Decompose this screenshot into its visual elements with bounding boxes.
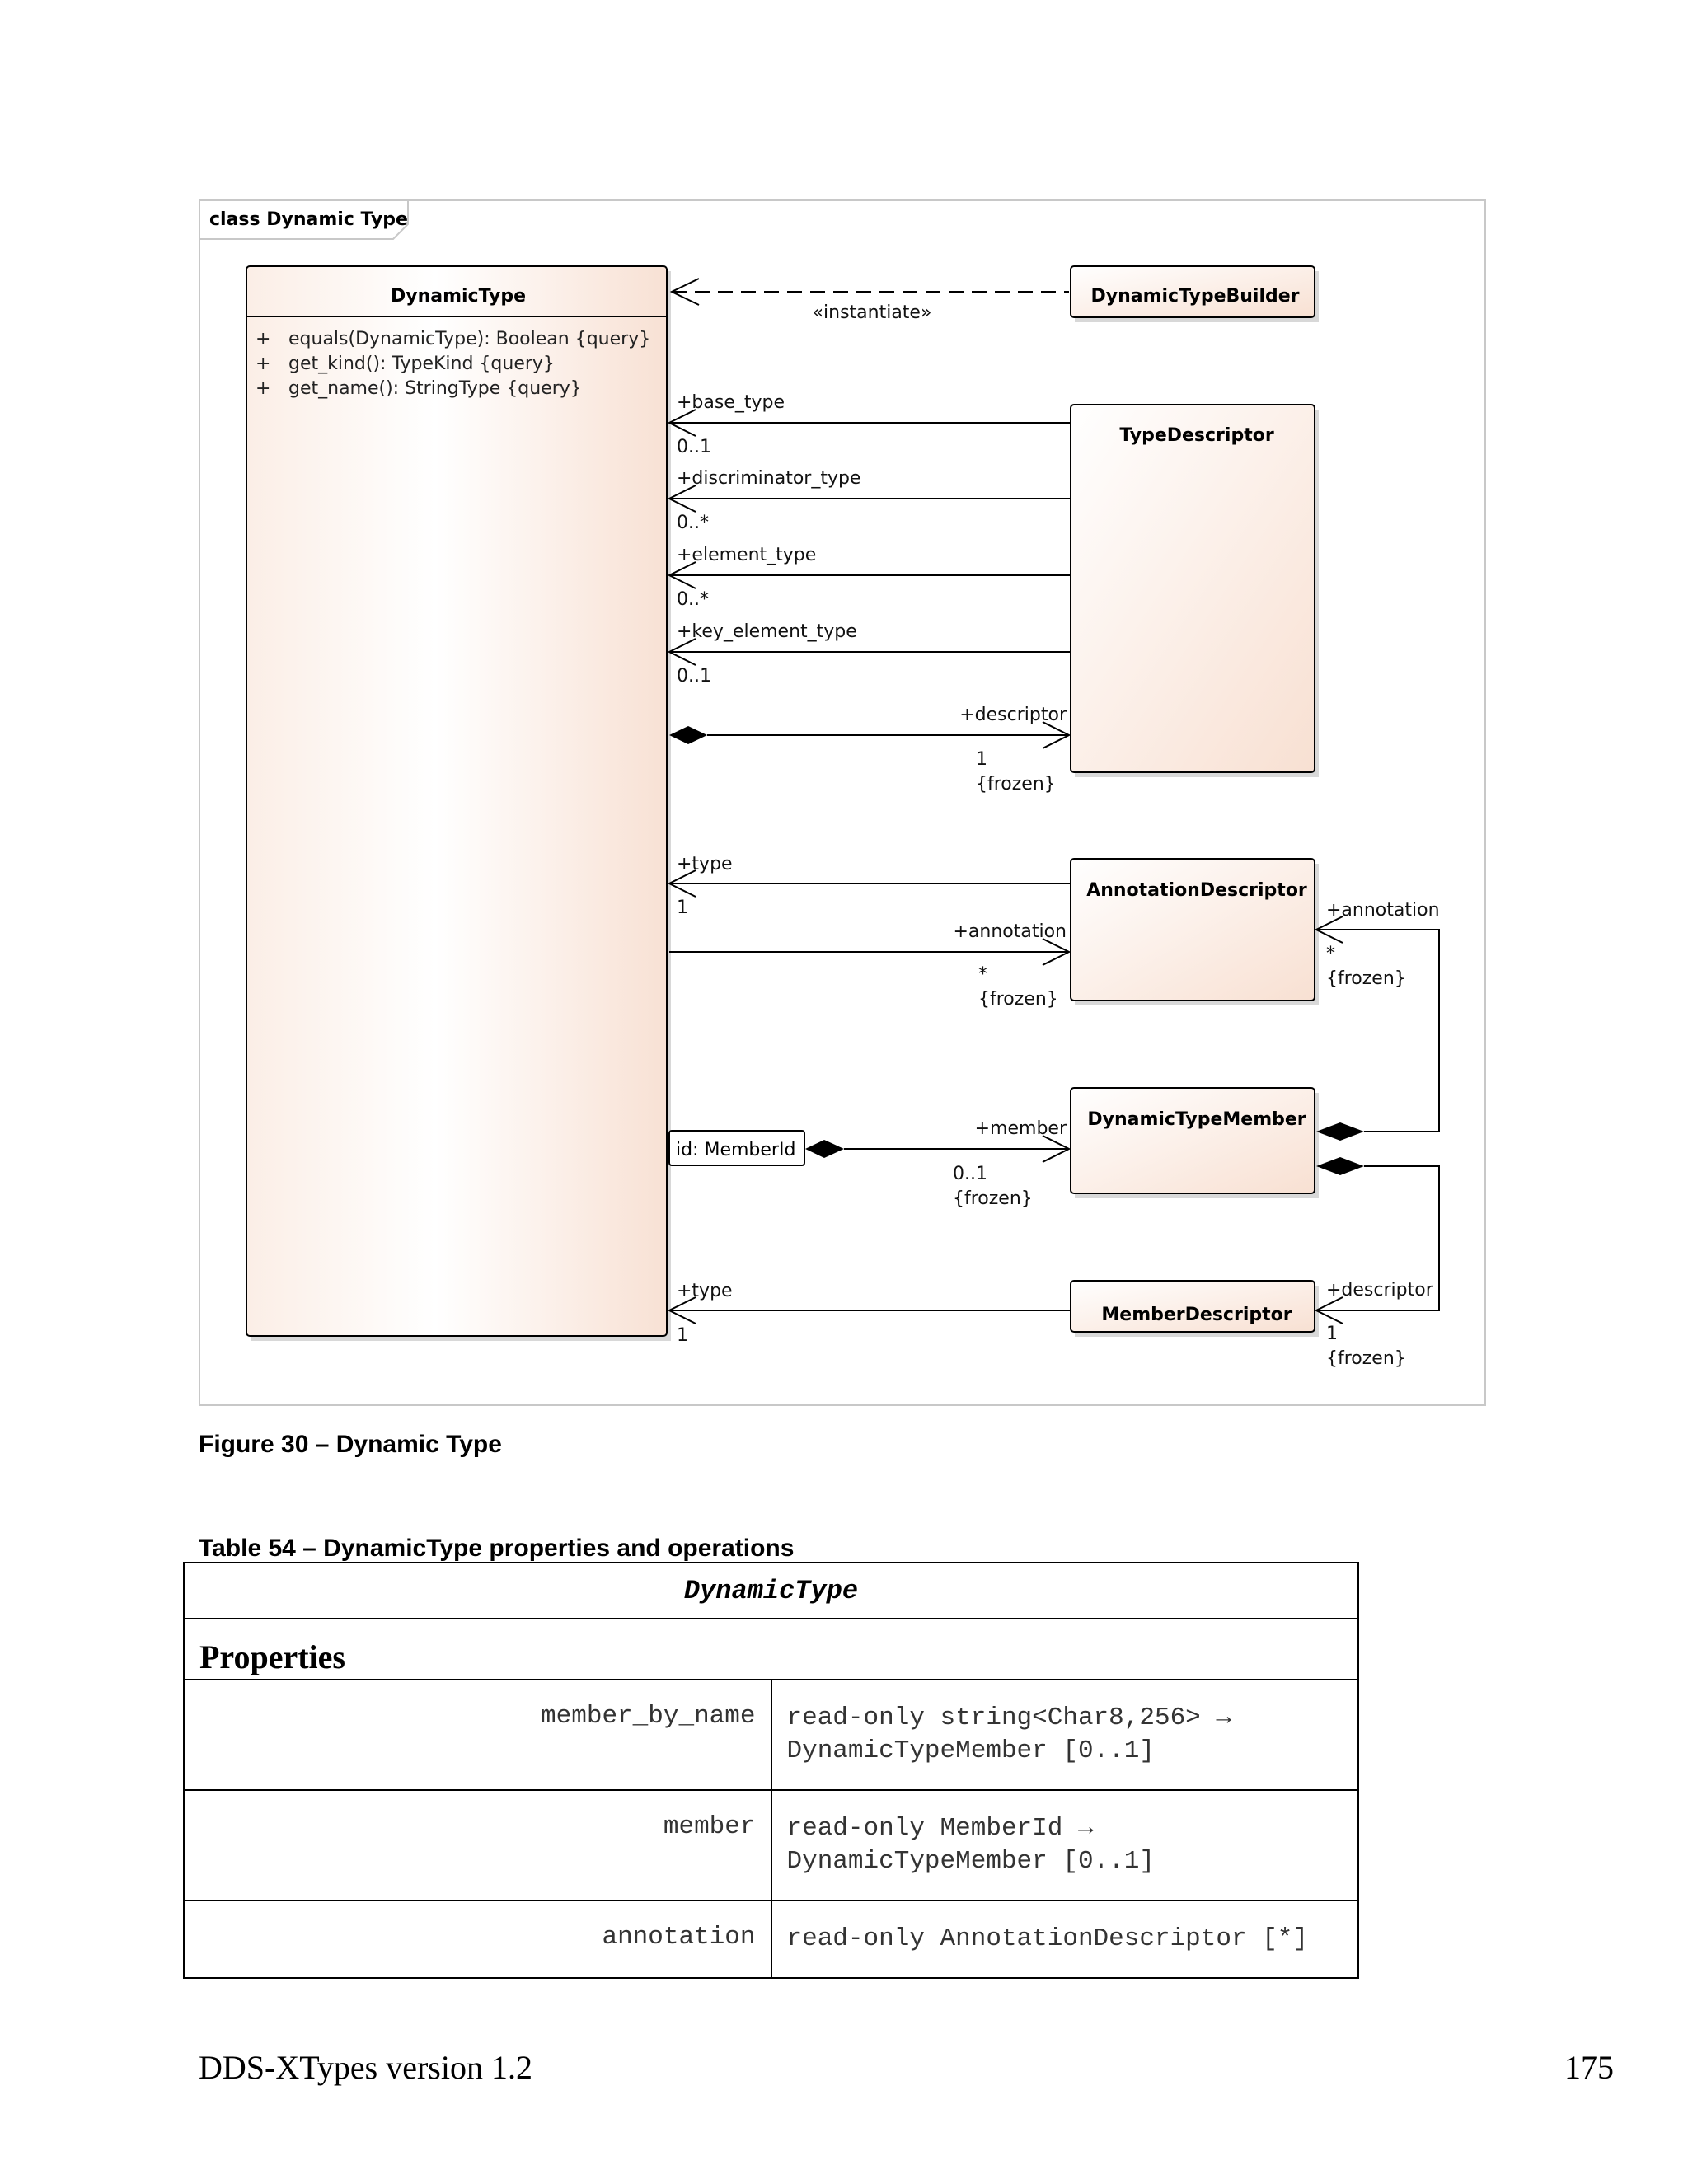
open-arrowhead <box>1042 1135 1071 1163</box>
open-arrowhead <box>1042 721 1071 749</box>
open-arrowhead <box>667 869 696 898</box>
constraint-frozen: {frozen} <box>1326 1348 1406 1369</box>
open-arrowhead <box>667 638 696 666</box>
section-heading: Properties <box>183 1618 1359 1680</box>
class-name: DynamicTypeMember <box>1087 1109 1306 1130</box>
operation-visibility: + <box>256 354 270 374</box>
role-annotation: +annotation <box>1326 900 1440 921</box>
multiplicity: 1 <box>976 749 987 770</box>
multiplicity: * <box>978 964 987 985</box>
multiplicity: * <box>1326 944 1335 964</box>
properties-table: DynamicType Properties member_by_name re… <box>183 1562 1359 1979</box>
class-dynamic-type-builder[interactable]: DynamicTypeBuilder <box>1070 265 1319 322</box>
multiplicity: 1 <box>677 898 688 918</box>
multiplicity: 0..* <box>677 513 709 533</box>
open-arrowhead <box>1314 916 1343 944</box>
role-annotation: +annotation <box>953 921 1067 942</box>
constraint-frozen: {frozen} <box>976 774 1056 794</box>
role-element-type: +element_type <box>677 545 816 565</box>
class-dynamic-type-member[interactable]: DynamicTypeMember <box>1070 1087 1319 1198</box>
operation-visibility: + <box>256 329 270 349</box>
class-name: DynamicType <box>391 286 526 307</box>
role-descriptor: +descriptor <box>959 705 1067 725</box>
association-member-annotation <box>1316 929 1440 1132</box>
open-arrowhead <box>1314 1296 1343 1324</box>
footer-document-title: DDS-XTypes version 1.2 <box>199 2049 532 2086</box>
property-value: read-only AnnotationDescriptor [*] <box>770 1900 1359 1979</box>
multiplicity: 0..* <box>677 589 709 610</box>
open-arrowhead <box>667 409 696 437</box>
operation-get-kind: get_kind(): TypeKind {query} <box>288 354 555 374</box>
qualifier-member-id: id: MemberId <box>668 1130 805 1166</box>
figure-caption: Figure 30 – Dynamic Type <box>199 1431 502 1458</box>
composition-diamond <box>805 1140 844 1158</box>
stereotype-instantiate: «instantiate» <box>813 302 932 323</box>
composition-diamond <box>1316 1122 1364 1141</box>
property-name: member_by_name <box>183 1679 772 1791</box>
class-name: AnnotationDescriptor <box>1086 880 1307 901</box>
multiplicity: 0..1 <box>677 437 711 457</box>
footer-page-number: 175 <box>1564 2049 1614 2086</box>
svg-text:id: MemberId: id: MemberId <box>676 1140 795 1160</box>
association-member-descriptor <box>1316 1165 1440 1311</box>
role-discriminator-type: +discriminator_type <box>677 468 860 489</box>
table-row: member_by_name read-only string<Char8,25… <box>183 1679 1359 1791</box>
operation-get-name: get_name(): StringType {query} <box>288 378 582 399</box>
constraint-frozen: {frozen} <box>978 989 1058 1010</box>
property-value-line: DynamicTypeMember [0..1] <box>786 1736 1155 1765</box>
operation-equals: equals(DynamicType): Boolean {query} <box>288 329 650 349</box>
frame-tag: class Dynamic Type <box>209 209 408 230</box>
role-type: +type <box>677 854 733 874</box>
class-annotation-descriptor[interactable]: AnnotationDescriptor <box>1070 858 1319 1005</box>
open-arrowhead <box>667 1296 696 1324</box>
composition-diamond <box>669 726 707 744</box>
role-member: +member <box>975 1118 1067 1139</box>
class-name: DynamicTypeBuilder <box>1090 286 1299 307</box>
class-dynamic-type[interactable]: DynamicType + equals(DynamicType): Boole… <box>246 265 671 1341</box>
class-name: MemberDescriptor <box>1101 1305 1292 1325</box>
table-row: annotation read-only AnnotationDescripto… <box>183 1900 1359 1979</box>
property-value-line: DynamicTypeMember [0..1] <box>786 1847 1155 1876</box>
property-name: member <box>183 1789 772 1901</box>
multiplicity: 1 <box>1326 1324 1338 1344</box>
open-arrowhead <box>667 485 696 513</box>
multiplicity: 1 <box>677 1325 688 1346</box>
role-key-element-type: +key_element_type <box>677 621 857 642</box>
open-arrowhead <box>667 561 696 589</box>
uml-class-diagram: class Dynamic Type DynamicType + equals(… <box>199 199 1486 1406</box>
open-arrowhead <box>1042 938 1071 966</box>
class-name: TypeDescriptor <box>1119 425 1273 446</box>
frame-tag-border <box>199 200 409 240</box>
operation-visibility: + <box>256 378 270 399</box>
table-row: member read-only MemberId → DynamicTypeM… <box>183 1789 1359 1901</box>
property-value: read-only MemberId → DynamicTypeMember [… <box>770 1789 1359 1901</box>
role-descriptor: +descriptor <box>1326 1280 1434 1301</box>
role-base-type: +base_type <box>677 392 785 413</box>
class-member-descriptor[interactable]: MemberDescriptor <box>1070 1280 1319 1337</box>
property-value-line: read-only AnnotationDescriptor [*] <box>786 1924 1309 1953</box>
property-value-line: read-only string<Char8,256> → <box>786 1704 1232 1732</box>
property-name: annotation <box>183 1900 772 1979</box>
class-type-descriptor[interactable]: TypeDescriptor <box>1070 404 1319 777</box>
property-value-line: read-only MemberId → <box>786 1814 1094 1843</box>
table-caption: Table 54 – DynamicType properties and op… <box>199 1535 795 1562</box>
constraint-frozen: {frozen} <box>1326 968 1406 989</box>
multiplicity: 0..1 <box>953 1164 987 1184</box>
table-header: DynamicType <box>183 1562 1359 1619</box>
multiplicity: 0..1 <box>677 666 711 687</box>
property-value: read-only string<Char8,256> → DynamicTyp… <box>770 1679 1359 1791</box>
constraint-frozen: {frozen} <box>953 1188 1033 1209</box>
open-arrowhead <box>669 278 700 306</box>
composition-diamond <box>1316 1157 1364 1175</box>
role-type: +type <box>677 1281 733 1301</box>
